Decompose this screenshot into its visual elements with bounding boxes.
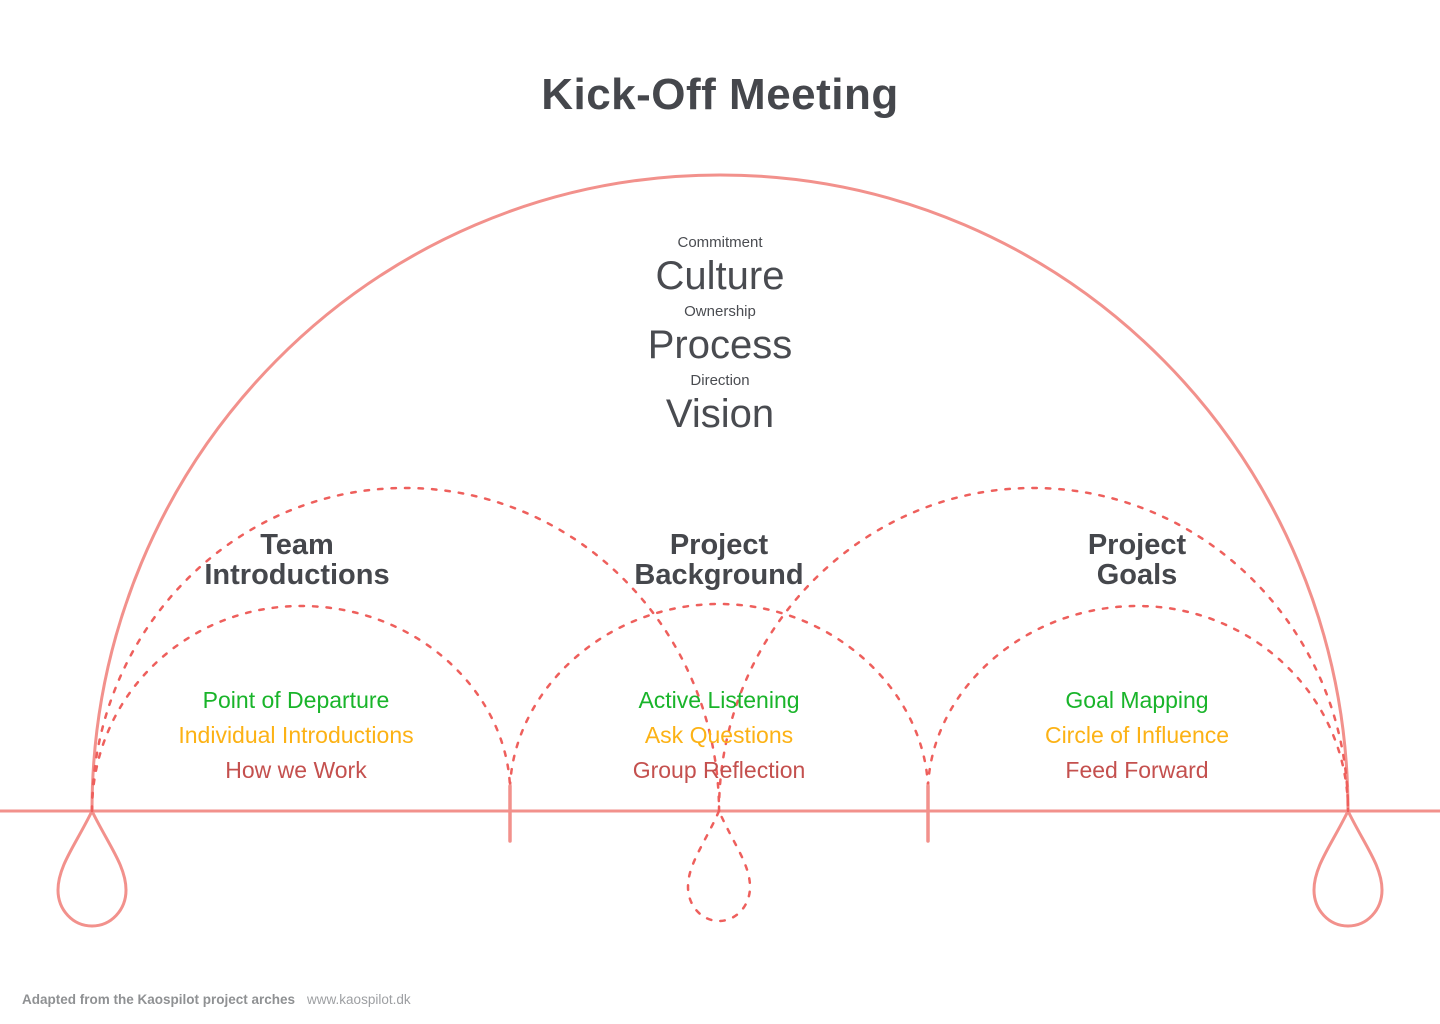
heading-line: Introductions [204, 559, 390, 591]
stack-label-ownership: Ownership [684, 303, 756, 320]
credit-text: Adapted from the Kaospilot project arche… [22, 992, 296, 1007]
heading-line: Project [1087, 529, 1187, 561]
heading-line: Goals [1096, 559, 1178, 591]
left-anchor-loop [56, 809, 128, 928]
section-heading-team-introductions: Team Introductions [97, 530, 497, 590]
list-item: Point of Departure [202, 687, 390, 713]
list-item: Active Listening [638, 687, 800, 713]
arc-left-tall-dotted [90, 486, 721, 813]
stack-word-vision: Vision [665, 392, 775, 436]
right-anchor-loop [1312, 809, 1384, 928]
list-item: Individual Introductions [178, 722, 414, 748]
section-heading-project-goals: Project Goals [937, 530, 1337, 590]
center-anchor-loop-dotted [686, 809, 752, 923]
arc-right-tall-dotted [717, 486, 1350, 813]
stack-label-commitment: Commitment [677, 234, 763, 251]
stack-word-culture: Culture [655, 254, 785, 298]
list-item: Feed Forward [1065, 757, 1209, 783]
heading-line: Project [669, 529, 769, 561]
section-heading-project-background: Project Background [519, 530, 919, 590]
main-arch [90, 173, 1350, 813]
page-title: Kick-Off Meeting [541, 70, 899, 119]
list-item: Goal Mapping [1065, 687, 1209, 713]
list-item: How we Work [225, 757, 367, 783]
list-item: Group Reflection [632, 757, 806, 783]
arc-right-inner-dotted [926, 604, 1350, 813]
heading-line: Team [260, 529, 334, 561]
footer-credit: Adapted from the Kaospilot project arche… [22, 992, 411, 1007]
list-item: Ask Questions [644, 722, 794, 748]
heading-line: Background [634, 559, 804, 591]
credit-url: www.kaospilot.dk [307, 992, 411, 1007]
arc-left-inner-dotted [90, 604, 512, 813]
list-item: Circle of Influence [1044, 722, 1230, 748]
stack-word-process: Process [647, 323, 793, 367]
stack-label-direction: Direction [690, 372, 750, 389]
